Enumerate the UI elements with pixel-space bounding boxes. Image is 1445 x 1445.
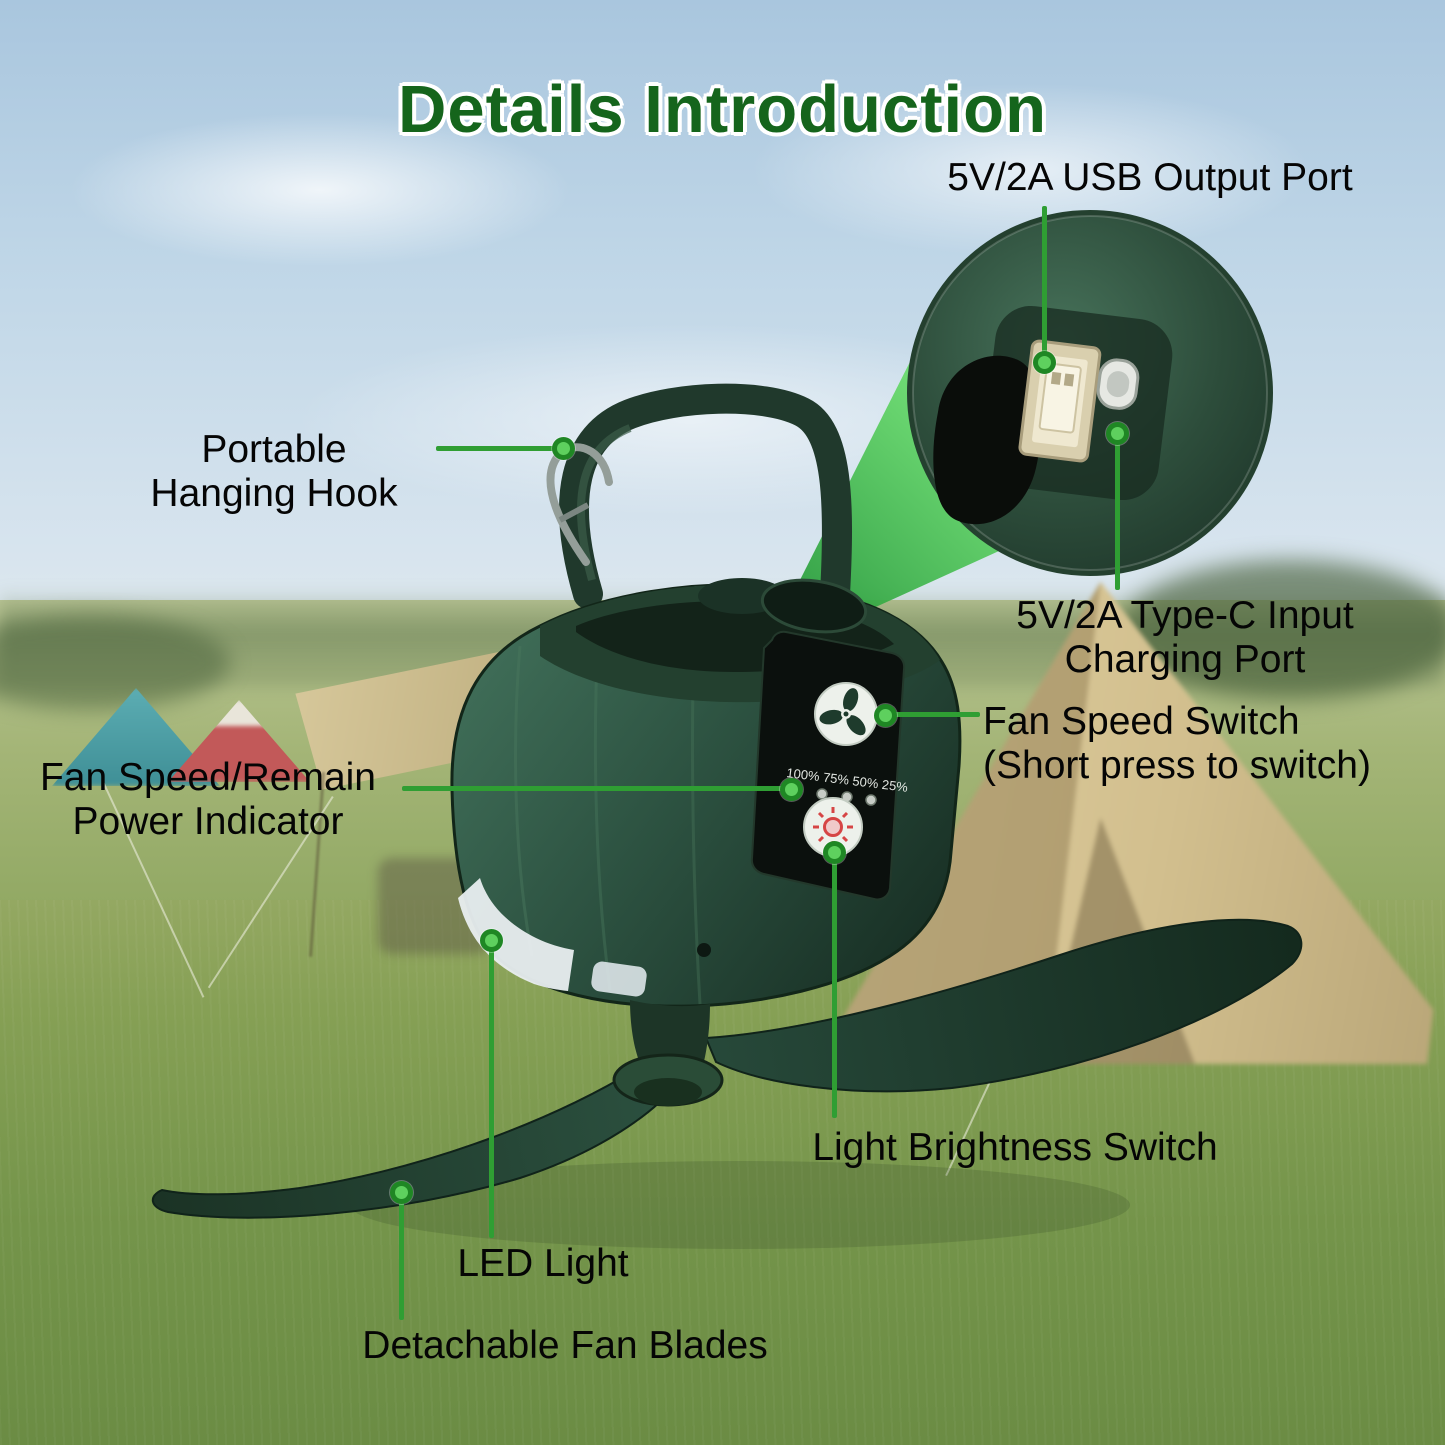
label-usb-output-port: 5V/2A USB Output Port bbox=[947, 156, 1353, 199]
callout-dot-usb bbox=[1033, 351, 1056, 374]
label-fan-speed-switch: Fan Speed Switch (Short press to switch) bbox=[983, 700, 1371, 788]
label-hanging-hook: Portable Hanging Hook bbox=[150, 428, 398, 516]
callout-dot-indicator bbox=[780, 778, 803, 801]
label-detachable-fan-blades: Detachable Fan Blades bbox=[362, 1324, 768, 1367]
callout-line-typec bbox=[1115, 442, 1120, 590]
cloud bbox=[60, 110, 580, 270]
callout-dot-hook bbox=[552, 437, 575, 460]
label-led-light: LED Light bbox=[457, 1242, 629, 1285]
callout-dot-fan-switch bbox=[874, 704, 897, 727]
callout-line-hook bbox=[436, 446, 558, 451]
callout-dot-blades bbox=[390, 1181, 413, 1204]
label-typec-input-port: 5V/2A Type-C Input Charging Port bbox=[1016, 594, 1354, 682]
page-title: Details Introduction bbox=[397, 71, 1048, 147]
label-power-indicator: Fan Speed/Remain Power Indicator bbox=[39, 756, 377, 844]
callout-line-fan-switch bbox=[890, 712, 980, 717]
callout-line-blades bbox=[399, 1202, 404, 1320]
callout-dot-typec bbox=[1106, 422, 1129, 445]
trees bbox=[0, 615, 230, 710]
label-light-brightness-switch: Light Brightness Switch bbox=[812, 1126, 1218, 1169]
callout-line-led bbox=[489, 946, 494, 1238]
callout-line-indicator bbox=[402, 786, 786, 791]
callout-dot-led bbox=[480, 929, 503, 952]
callout-line-light-switch bbox=[832, 860, 837, 1118]
callout-line-usb bbox=[1042, 206, 1047, 358]
callout-dot-light-switch bbox=[823, 841, 846, 864]
